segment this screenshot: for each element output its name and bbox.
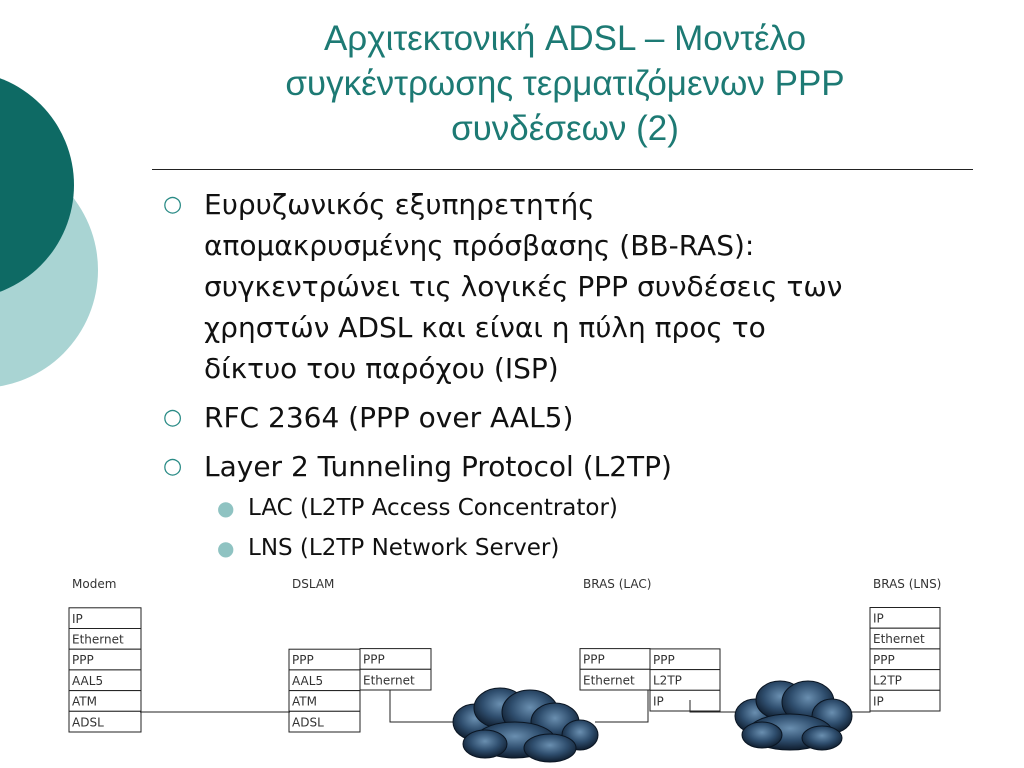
dslam-stack-cell	[288, 710, 361, 733]
title-divider	[152, 169, 973, 170]
dslam-stack-cell-label: ADSL	[292, 715, 324, 729]
bras-lns-stack-cell-label: L2TP	[873, 674, 902, 688]
network-cloud-icon	[452, 687, 599, 763]
bras-lns-stack-cell-label: IP	[873, 612, 884, 626]
bullet-line: δίκτυο του παρόχου (ISP)	[204, 352, 559, 385]
lac-to-cloud-link	[689, 700, 745, 713]
sub-bullet-item: ● LNS (L2TP Network Server)	[163, 529, 983, 567]
hollow-circle-bullet-icon: ○	[163, 405, 183, 430]
sub-bullet-text: LNS (L2TP Network Server)	[248, 535, 560, 561]
dslam-stack-cell	[359, 668, 432, 691]
modem-stack-cell-label: Ethernet	[72, 633, 124, 647]
bras-lac-stack-cell-label: IP	[653, 694, 664, 708]
dslam-to-cloud-link	[389, 690, 460, 723]
dslam-stack-cell-label: AAL5	[292, 674, 323, 688]
bras-lns-stack-cell-label: PPP	[873, 653, 895, 667]
bras-lac-stack-cell-label: Ethernet	[583, 673, 635, 687]
decorative-circles	[0, 78, 98, 387]
dark-circle	[0, 78, 74, 292]
bras-lac-stack-cell-label: L2TP	[653, 674, 682, 688]
dslam-stack-cell-label: ATM	[292, 695, 317, 709]
bras-lns-label: BRAS (LNS)	[873, 577, 941, 591]
modem-stack-cell-label: ATM	[72, 695, 97, 709]
bullet-list: ○ Ευρυζωνικός εξυπηρετητής απομακρυσμένη…	[163, 184, 983, 567]
modem-stack-cell-label: IP	[72, 612, 83, 626]
bullet-item: ○ RFC 2364 (PPP over AAL5)	[163, 397, 983, 438]
bullet-line: Layer 2 Tunneling Protocol (L2TP)	[204, 450, 672, 483]
modem-stack-cell-label: PPP	[72, 653, 94, 667]
slide-title: Αρχιτεκτονική ADSL – Μοντέλο συγκέντρωση…	[200, 16, 930, 151]
bras-lac-stack-cell-label: PPP	[583, 653, 605, 667]
bullet-item: ○ Layer 2 Tunneling Protocol (L2TP)	[163, 446, 983, 487]
bullet-item: ○ Ευρυζωνικός εξυπηρετητής απομακρυσμένη…	[163, 184, 983, 389]
dslam-stack-cell-label: Ethernet	[363, 673, 415, 687]
protocol-stack-diagram: Modem DSLAM BRAS (LAC) BRAS (LNS) IP Ethe…	[68, 577, 941, 763]
dslam-stack-cell-label: PPP	[292, 653, 314, 667]
bullet-line: απομακρυσμένης πρόσβασης (BB-RAS):	[204, 229, 755, 262]
sub-bullet-item: ● LAC (L2TP Access Concentrator)	[163, 489, 983, 527]
modem-stack-cell-label: AAL5	[72, 674, 103, 688]
dslam-label: DSLAM	[292, 577, 334, 591]
hollow-circle-bullet-icon: ○	[163, 192, 183, 217]
modem-stack-cell-label: ADSL	[72, 715, 104, 729]
network-cloud-icon	[734, 680, 853, 751]
bras-lns-stack-cell-label: IP	[873, 694, 884, 708]
bullet-line: χρηστών ADSL και είναι η πύλη προς το	[204, 311, 766, 344]
connection-lines	[140, 690, 871, 723]
bras-lns-stack-cell-label: Ethernet	[873, 632, 925, 646]
modem-label: Modem	[72, 577, 116, 591]
modem-stack-cell	[68, 710, 142, 733]
protocol-stacks: IPEthernetPPPAAL5ATMADSLPPPAAL5ATMADSLPP…	[68, 607, 941, 733]
bullet-line: Ευρυζωνικός εξυπηρετητής	[204, 188, 595, 221]
bullet-line: RFC 2364 (PPP over AAL5)	[204, 401, 574, 434]
dot-bullet-icon: ●	[217, 536, 235, 560]
bras-lac-stack-cell-label: PPP	[653, 653, 675, 667]
dslam-stack-cell-label: PPP	[363, 653, 385, 667]
bras-lac-label: BRAS (LAC)	[583, 577, 651, 591]
hollow-circle-bullet-icon: ○	[163, 454, 183, 479]
bras-lac-stack-cell	[649, 689, 721, 712]
bullet-line: συγκεντρώνει τις λογικές PPP συνδέσεις τ…	[204, 270, 843, 303]
sub-bullet-text: LAC (L2TP Access Concentrator)	[248, 495, 618, 521]
cloud-to-lac-link	[595, 690, 649, 723]
title-line: συνδέσεων (2)	[451, 109, 679, 148]
title-line: συγκέντρωσης τερματιζόμενων PPP	[285, 64, 845, 103]
title-line: Αρχιτεκτονική ADSL – Μοντέλο	[323, 19, 807, 58]
dot-bullet-icon: ●	[217, 496, 235, 520]
